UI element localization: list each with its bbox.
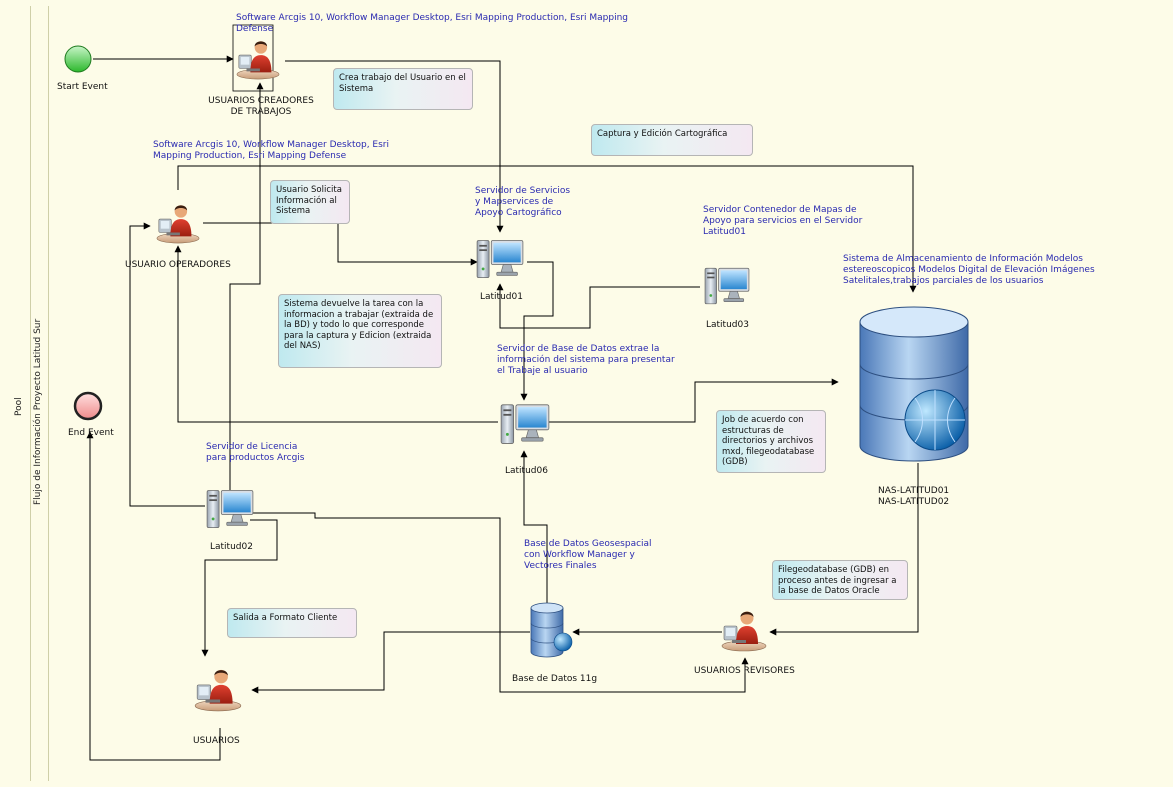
usuarios-icon[interactable] [194, 669, 242, 712]
flow-bd11g-to-usuarios [251, 631, 530, 694]
flow-latitud06-to-nas [549, 378, 839, 423]
annotation-sistema-almacenamiento: Sistema de Almacenamiento de Información… [843, 254, 1095, 286]
flow-latitud02-to-revisores [253, 512, 749, 693]
annotation-servidor-servicios: Servidor de Servicios y Mapservices de A… [475, 186, 571, 218]
annotation-base-geoespacial: Base de Datos Geosespacial con Workflow … [524, 539, 652, 571]
end-event-circle[interactable] [73, 391, 103, 421]
pool-strip [8, 6, 31, 781]
base-datos-11g-label: Base de Datos 11g [512, 674, 598, 684]
flow-creadores-to-latitud01 [285, 60, 504, 233]
start-event-label: Start Event [57, 82, 108, 92]
usuarios-creadores-box [232, 24, 274, 92]
latitud03-icon[interactable] [704, 267, 750, 305]
latitud01-label: Latitud01 [480, 292, 523, 302]
latitud02-label: Latitud02 [210, 542, 253, 552]
latitud06-label: Latitud06 [505, 466, 548, 476]
nas-label-2: NAS-LATITUD02 [878, 497, 950, 507]
flow-latitud06-to-operadores [174, 245, 498, 423]
flow-latitud01-to-latitud06 [520, 261, 554, 401]
end-event-label: End Event [68, 428, 114, 438]
flow-bd11g-to-latitud06 [520, 450, 548, 603]
flow-nas-to-revisores [769, 463, 919, 636]
usuarios-creadores-label: USUARIOS CREADORES DE TRABAJOS [208, 96, 314, 117]
latitud03-label: Latitud03 [706, 320, 749, 330]
nas-database-icon[interactable] [859, 306, 969, 462]
note-job: Job de acuerdo con estructuras de direct… [716, 410, 826, 473]
database-11g-icon[interactable] [530, 602, 573, 658]
annotation-servidor-contenedor: Servidor Contenedor de Mapas de Apoyo pa… [703, 205, 863, 237]
latitud01-icon[interactable] [476, 239, 524, 279]
usuario-operadores-label: USUARIO OPERADORES [125, 260, 231, 270]
flow-operadores-to-nas [177, 165, 917, 293]
annotation-servidor-base-datos: Servidor de Base de Datos extrae la info… [497, 344, 675, 376]
annotation-software-mid: Software Arcgis 10, Workflow Manager Des… [153, 140, 389, 161]
nas-label-1: NAS-LATITUD01 [878, 486, 950, 496]
note-captura: Captura y Edición Cartográfica [591, 124, 753, 156]
start-event-circle[interactable] [64, 45, 92, 73]
note-crea-trabajo: Crea trabajo del Usuario en el Sistema [333, 68, 473, 110]
flow-latitud02-to-creadores [229, 82, 264, 490]
annotation-software-top: Software Arcgis 10, Workflow Manager Des… [236, 13, 629, 34]
usuarios-label: USUARIOS [193, 736, 240, 746]
usuarios-revisores-icon[interactable] [721, 611, 767, 652]
note-filegeodatabase: Filegeodatabase (GDB) en proceso antes d… [772, 560, 908, 600]
latitud02-icon[interactable] [206, 489, 254, 529]
note-devuelve: Sistema devuelve la tarea con la informa… [278, 294, 442, 368]
flow-latitud02-to-operadores [129, 222, 205, 507]
flow-usuarios-to-end [86, 431, 221, 761]
annotation-servidor-licencia: Servidor de Licencia para productos Arcg… [206, 442, 305, 463]
flow-latitud03-to-latitud01 [496, 283, 700, 329]
usuarios-revisores-label: USUARIOS REVISORES [694, 666, 795, 676]
lane-strip [30, 6, 49, 781]
flow-operadores-to-latitud01 [203, 222, 478, 266]
latitud06-icon[interactable] [500, 404, 550, 445]
flow-latitud02-to-usuarios [201, 519, 278, 657]
flow-lines [86, 55, 919, 761]
note-solicita: Usuario Solicita Información al Sistema [270, 180, 350, 224]
note-salida: Salida a Formato Cliente [227, 608, 357, 638]
usuario-operadores-icon[interactable] [156, 204, 200, 244]
